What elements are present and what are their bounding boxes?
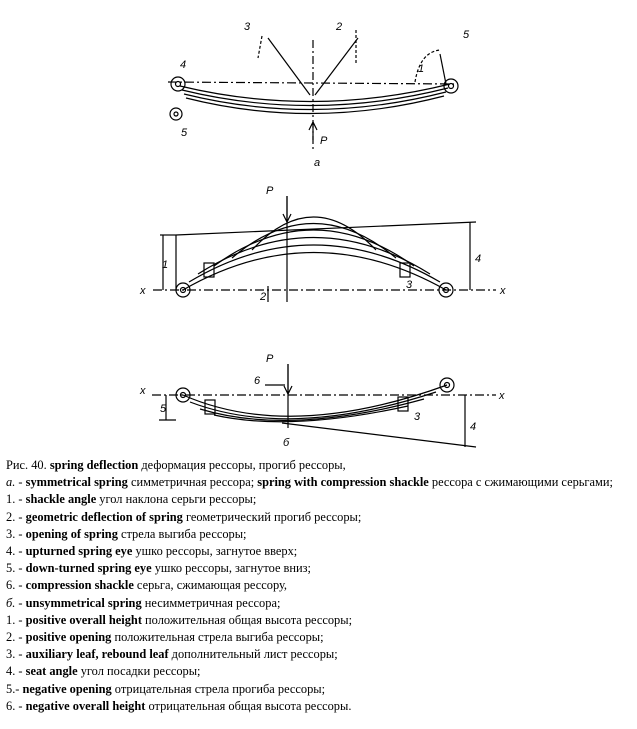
caption-line-b: б. - unsymmetrical spring несимметричная…	[6, 595, 281, 610]
panel-a-diagram: 4 3 2 5 1 5 P a	[167, 21, 470, 169]
caption-intro: Рис. 40. spring deflection деформация ре…	[6, 458, 346, 472]
caption-item: 3. - auxiliary leaf, rebound leaf дополн…	[6, 647, 338, 662]
caption-item: 6. - compression shackle серьга, сжимающ…	[6, 578, 288, 593]
panel-b-diagram: P 1 2 3 4 x x	[139, 185, 506, 303]
panel-c-diagram: P 5 6 3 4 x x б	[139, 353, 505, 449]
caption-item: 1. - shackle angle угол наклона серьги р…	[6, 492, 257, 507]
caption-item: 5. - down-turned spring eye ушко рессоры…	[6, 561, 311, 576]
panel-a-force-label: P	[320, 135, 328, 147]
panel-a-label-3: 2	[335, 21, 342, 33]
caption-items-b: 1. - positive overall height положительн…	[6, 612, 632, 715]
figure-caption: Рис. 40. spring deflection деформация ре…	[6, 457, 632, 715]
caption-line-a: а. - symmetrical spring симметричная рес…	[6, 475, 613, 490]
panel-a-label-5: 1	[418, 63, 424, 75]
caption-item: 1. - positive overall height положительн…	[6, 612, 353, 627]
panel-c-axis-label-left: x	[139, 385, 146, 397]
panel-c-axis-label-right: x	[498, 390, 505, 402]
spring-deflection-figure: 4 3 2 5 1 5 P a P 1 2 3 4 x x	[139, 21, 506, 449]
panel-b-label-3: 3	[406, 279, 413, 291]
panel-c-label-3: 3	[414, 411, 421, 423]
panel-b-force-label: P	[266, 185, 274, 197]
panel-c-label-6: 6	[254, 375, 261, 387]
panel-b-axis-label-right: x	[499, 285, 506, 297]
caption-item: 2. - positive opening положительная стре…	[6, 630, 324, 645]
caption-item: 6. - negative overall height отрицательн…	[6, 698, 352, 713]
caption-item: 5.- negative opening отрицательная стрел…	[6, 681, 326, 696]
panel-c-label-4: 4	[470, 421, 476, 433]
panel-a-label-2: 3	[244, 21, 251, 33]
panel-c-force-label: P	[266, 353, 274, 365]
panel-c-label-5: 5	[160, 403, 167, 415]
panel-a-letter: a	[314, 157, 320, 169]
caption-item: 2. - geometric deflection of spring геом…	[6, 509, 362, 524]
caption-items-a: 1. - shackle angle угол наклона серьги р…	[6, 491, 632, 594]
panel-a-label-6: 5	[181, 127, 188, 139]
panel-c-letter: б	[283, 437, 290, 449]
panel-a-label-1: 4	[180, 59, 186, 71]
panel-b-axis-label-left: x	[139, 285, 146, 297]
caption-item: 4. - seat angle угол посадки рессоры;	[6, 664, 201, 679]
panel-b-label-2: 2	[259, 291, 266, 303]
panel-b-label-4: 4	[475, 253, 481, 265]
caption-item: 3. - opening of spring стрела выгиба рес…	[6, 526, 247, 541]
caption-item: 4. - upturned spring eye ушко рессоры, з…	[6, 544, 298, 559]
panel-a-label-4: 5	[463, 29, 470, 41]
panel-b-label-1: 1	[162, 259, 168, 271]
